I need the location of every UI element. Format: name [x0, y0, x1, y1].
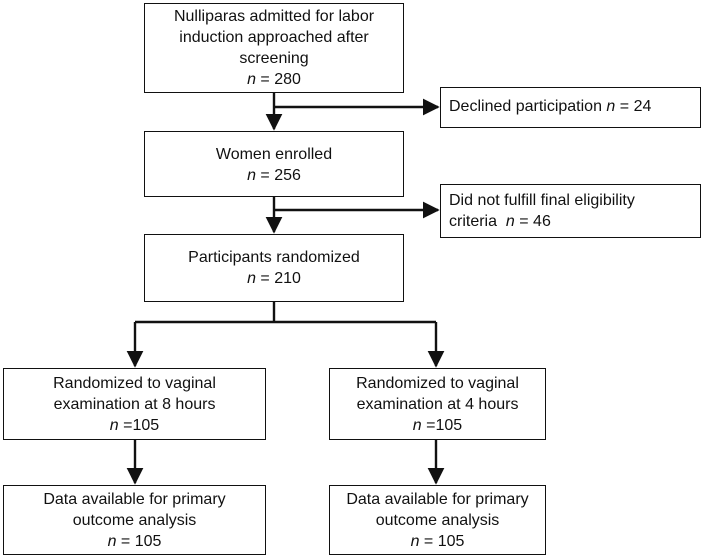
enrolled-count-value: = 256 — [255, 167, 301, 184]
n-symbol: n — [412, 417, 422, 434]
screened-line-1: Nulliparas admitted for labor — [173, 8, 375, 25]
arm-4h-line-1: Randomized to vaginal — [356, 375, 519, 392]
screened-count-value: = 280 — [255, 71, 301, 88]
n-symbol: n — [109, 417, 119, 434]
arm-8h-line-1: Randomized to vaginal — [53, 375, 216, 392]
arm-4h-count: n =105 — [330, 415, 545, 436]
enrolled-count: n = 256 — [145, 165, 403, 186]
data-8h-count: n = 105 — [4, 531, 265, 552]
data-4h-line-2: outcome analysis — [375, 512, 500, 529]
data-8h-count-value: = 105 — [116, 533, 162, 550]
randomized-box: Participants randomized n = 210 — [144, 234, 404, 302]
data-8h-box: Data available for primary outcome analy… — [3, 485, 266, 555]
arm-8h-box: Randomized to vaginal examination at 8 h… — [3, 368, 266, 440]
arm-8h-count-value: =105 — [118, 417, 160, 434]
ineligible-criteria-label: criteria — [449, 213, 506, 230]
randomized-count-value: = 210 — [255, 270, 301, 287]
enrolled-label: Women enrolled — [215, 146, 333, 163]
arm-8h-line-2: examination at 8 hours — [53, 396, 216, 413]
n-symbol: n — [247, 167, 256, 184]
data-4h-line-1: Data available for primary — [346, 491, 529, 508]
screened-line-2: induction approached after — [179, 29, 369, 46]
n-symbol: n — [505, 213, 515, 230]
n-symbol: n — [247, 270, 256, 287]
arm-8h-count: n =105 — [4, 415, 265, 436]
declined-label: Declined participation — [449, 98, 607, 115]
data-8h-line-2: outcome analysis — [72, 512, 197, 529]
declined-count-value: = 24 — [615, 98, 652, 115]
screened-box: Nulliparas admitted for labor induction … — [144, 3, 404, 93]
n-symbol: n — [247, 71, 256, 88]
ineligible-count-value: = 46 — [514, 213, 551, 230]
data-4h-count: n = 105 — [330, 531, 545, 552]
data-8h-line-1: Data available for primary — [43, 491, 226, 508]
n-symbol: n — [107, 533, 117, 550]
screened-count: n = 280 — [145, 69, 403, 90]
declined-box: Declined participation n = 24 — [440, 87, 701, 128]
ineligible-box: Did not fulfill final eligibility criter… — [440, 184, 701, 238]
data-4h-count-value: = 105 — [419, 533, 465, 550]
arm-4h-count-value: =105 — [421, 417, 463, 434]
arm-4h-box: Randomized to vaginal examination at 4 h… — [329, 368, 546, 440]
ineligible-line-2: criteria n = 46 — [449, 211, 700, 232]
arm-4h-line-2: examination at 4 hours — [356, 396, 519, 413]
enrolled-box: Women enrolled n = 256 — [144, 131, 404, 197]
randomized-count: n = 210 — [145, 268, 403, 289]
n-symbol: n — [410, 533, 420, 550]
n-symbol: n — [606, 98, 616, 115]
screened-line-3: screening — [239, 50, 309, 67]
data-4h-box: Data available for primary outcome analy… — [329, 485, 546, 555]
randomized-label: Participants randomized — [188, 249, 360, 266]
ineligible-line-1: Did not fulfill final eligibility — [449, 192, 635, 209]
